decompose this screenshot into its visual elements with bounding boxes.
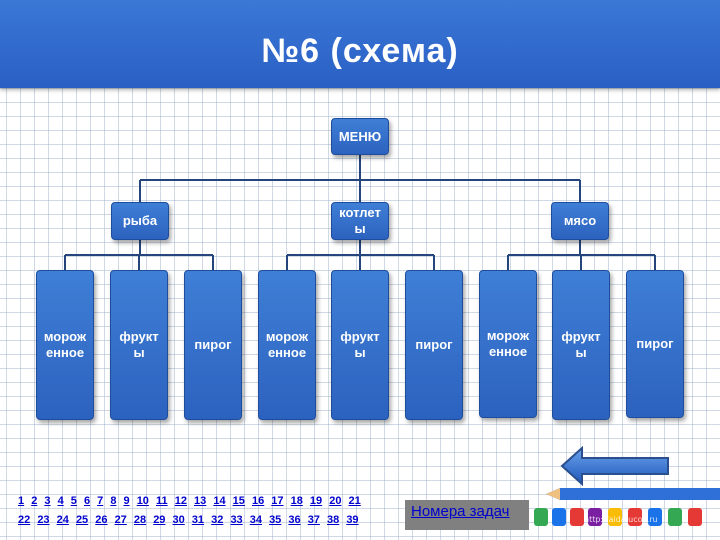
diagram-leaf-ice-cream: мороженное: [479, 270, 537, 418]
task-link[interactable]: 7: [97, 495, 104, 507]
task-link[interactable]: 5: [70, 495, 77, 507]
task-link[interactable]: 32: [211, 514, 224, 526]
task-link[interactable]: 2: [31, 495, 38, 507]
task-link[interactable]: 29: [153, 514, 166, 526]
diagram-root-node: МЕНЮ: [331, 118, 389, 155]
task-link[interactable]: 18: [290, 495, 303, 507]
task-link[interactable]: 15: [232, 495, 245, 507]
task-link[interactable]: 9: [123, 495, 130, 507]
task-link[interactable]: 27: [114, 514, 127, 526]
task-link[interactable]: 35: [269, 514, 282, 526]
task-link[interactable]: 3: [44, 495, 51, 507]
diagram-leaf-pie: пирог: [405, 270, 463, 420]
task-link[interactable]: 21: [348, 495, 361, 507]
diagram-leaf-pie: пирог: [184, 270, 242, 420]
task-link[interactable]: 14: [213, 495, 226, 507]
task-link[interactable]: 8: [110, 495, 117, 507]
task-link[interactable]: 11: [156, 495, 168, 507]
task-links-row-1: 1 2 3 4 5 6 7 8 9 10 11 12 13 14 15 16 1…: [18, 495, 365, 507]
task-link[interactable]: 20: [329, 495, 342, 507]
task-link[interactable]: 34: [249, 514, 262, 526]
diagram-leaf-fruits: фрукты: [552, 270, 610, 420]
task-link[interactable]: 19: [309, 495, 323, 507]
task-link[interactable]: 6: [83, 495, 91, 507]
task-link[interactable]: 25: [75, 514, 89, 526]
diagram-branch-meat: мясо: [551, 202, 609, 240]
diagram-leaf-fruits: фрукты: [331, 270, 389, 420]
slide-title: №6 (схема): [261, 32, 459, 70]
task-link[interactable]: 30: [172, 514, 185, 526]
task-link[interactable]: 4: [57, 495, 64, 507]
task-link[interactable]: 39: [346, 514, 359, 526]
task-link[interactable]: 1: [18, 495, 25, 507]
task-link[interactable]: 12: [174, 495, 187, 507]
task-link[interactable]: 24: [56, 514, 69, 526]
task-link[interactable]: 31: [191, 514, 205, 526]
header-bar: [0, 0, 720, 88]
task-link[interactable]: 28: [133, 514, 147, 526]
diagram-leaf-ice-cream: мороженное: [36, 270, 94, 420]
task-link[interactable]: 17: [271, 495, 284, 507]
pencils-decoration: http://aida.ucoz.ru: [534, 488, 720, 526]
task-link[interactable]: 26: [95, 514, 108, 526]
back-arrow-icon[interactable]: [560, 446, 672, 486]
task-links-row-2: 22 23 24 25 26 27 28 29 30 31 32 33 34 3…: [18, 514, 363, 526]
task-link[interactable]: 13: [194, 495, 207, 507]
diagram-leaf-ice-cream: мороженное: [258, 270, 316, 420]
task-link[interactable]: 10: [136, 495, 149, 507]
task-link[interactable]: 36: [288, 514, 301, 526]
task-link[interactable]: 22: [18, 514, 31, 526]
task-link[interactable]: 37: [307, 514, 320, 526]
task-numbers-button[interactable]: Номера задач: [405, 500, 529, 530]
watermark-text: http://aida.ucoz.ru: [584, 515, 658, 524]
task-link[interactable]: 16: [251, 495, 265, 507]
task-link[interactable]: 33: [230, 514, 243, 526]
task-link[interactable]: 23: [37, 514, 50, 526]
task-link[interactable]: 38: [327, 514, 340, 526]
diagram-branch-fish: рыба: [111, 202, 169, 240]
diagram-leaf-fruits: фрукты: [110, 270, 168, 420]
diagram-leaf-pie: пирог: [626, 270, 684, 418]
diagram-branch-cutlets: котлеты: [331, 202, 389, 240]
